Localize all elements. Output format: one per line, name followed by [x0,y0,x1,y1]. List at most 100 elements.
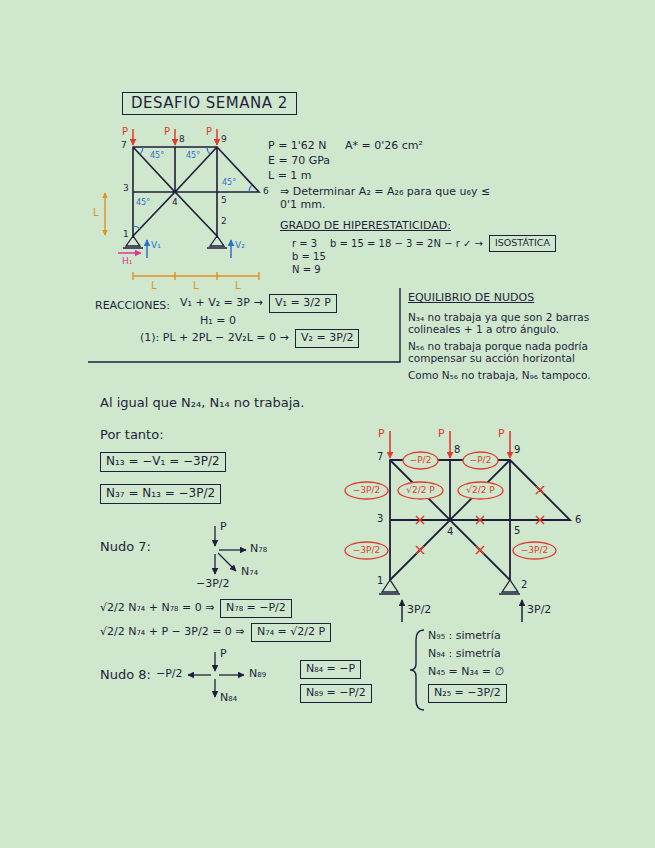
reaction-label: V₂ [235,240,245,250]
section-heading: Nudo 7: [100,540,151,555]
reaction-arrow [401,600,403,622]
pin-supports [379,580,520,594]
dimension-line [104,193,105,235]
result-box: N₇₈ = −P/2 [220,599,292,618]
force-circle: √2/2 P [397,481,444,500]
equation: √2/2 N₇₄ + N₇₈ = 0 ⇒ [100,602,214,615]
result-box: ISOSTÁTICA [489,235,556,252]
result-box: V₁ = 3/2 P [269,294,337,313]
force-value: −3P/2 [521,545,548,555]
joint-number: 1 [123,229,129,239]
joint-number: 3 [123,183,129,193]
load-arrow [216,129,218,145]
given-data: E = 70 GPa [268,155,330,168]
result-text: N₇₄ = √2/2 P [257,626,325,639]
load-arrow [132,129,134,145]
load-arrow [174,129,176,145]
force-arrow [214,526,215,546]
force-value: −P/2 [410,455,432,465]
given-data: A* = 0'26 cm² [345,140,423,153]
result-box: N₂₅ = −3P/2 [428,684,507,703]
force-arrow [214,679,215,697]
load-arrow [449,431,451,458]
load-label: P [378,428,385,441]
section-heading: GRADO DE HIPERESTATICIDAD: [280,220,451,233]
force-arrow [218,553,236,571]
equation: b = 15 [292,251,326,263]
equation: V₁ + V₂ = 3P → [180,297,263,310]
joint-number: 5 [514,525,520,537]
reaction-arrow [146,240,148,258]
result-text: ISOSTÁTICA [495,238,550,249]
equation: b = 15 = 18 − 3 = 2N − r ✓ → [330,238,483,250]
joint-number: 8 [454,444,460,456]
force-label: −P/2 [156,668,183,681]
task-note: ⇒ Determinar A₂ = A₂₆ para que u₆y ≤ 0'1… [280,186,495,211]
force-circle: −3P/2 [344,541,389,560]
force-label: N₇₈ [250,543,267,556]
truss-bars [390,460,570,580]
section-heading: REACCIONES: [95,300,170,313]
equation: H₁ = 0 [200,315,236,328]
reaction-label: V₁ [151,240,161,250]
force-label: P [220,648,227,661]
result-text: N₇₈ = −P/2 [226,602,286,615]
note-text: N₅₆ no trabaja porque nada podría compen… [408,340,640,364]
load-label: P [498,428,505,441]
angle-label: 45° [222,178,236,187]
joint-number: 2 [221,216,227,226]
note-text: Al igual que N₂₄, N₁₄ no trabaja. [100,396,304,411]
force-value: √2/2 P [406,485,435,495]
reaction-arrow [521,600,523,622]
ellipse-shape [345,482,388,499]
force-arrow [219,549,246,550]
force-label: N₇₄ [241,566,258,579]
joint-number: 8 [179,134,185,144]
equation: √2/2 N₇₄ + P − 3P/2 = 0 ⇒ [100,626,245,639]
reaction-arrow [118,252,141,254]
truss-bars [133,147,259,236]
ellipse-shape [345,542,388,559]
ellipse-shape [463,452,498,469]
load-arrow [509,431,511,458]
force-label: P [220,521,227,534]
result-text: N₈₄ = −P [306,663,355,676]
ellipse-shape [398,482,443,499]
joint-number: 9 [221,134,227,144]
dimension-label: L [151,280,157,292]
result-text: N₁₃ = −V₁ = −3P/2 [106,455,220,469]
pin-supports [123,236,227,248]
joint-number: 9 [514,444,520,456]
dimension-line [133,272,259,280]
angle-label: 45° [186,151,200,160]
reaction-label: 3P/2 [527,604,551,617]
result-text: V₂ = 3P/2 [301,332,353,345]
force-arrow [219,674,244,675]
result-text: V₁ = 3/2 P [275,297,331,310]
force-arrow [214,554,215,574]
note-text: Por tanto: [100,428,164,443]
angle-arcs [133,147,252,229]
force-circle: √2/2 P [457,481,504,500]
joint-number: 6 [575,514,581,526]
equation: (1): PL + 2PL − 2V₂L = 0 → [140,332,289,345]
load-label: P [206,126,212,138]
force-circle: −P/2 [462,451,499,470]
joint-number: 2 [521,579,527,591]
equation: r = 3 [292,238,317,250]
force-value: −3P/2 [353,485,380,495]
joint-number: 6 [263,186,269,196]
note-text: N₉₄ : simetría [428,648,501,661]
force-circle: −3P/2 [344,481,389,500]
joint-number: 3 [377,513,383,525]
dimension-label: L [193,280,199,292]
joint-number: 7 [377,451,383,463]
ellipse-shape [458,482,503,499]
given-data: L = 1 m [268,170,312,183]
load-label: P [164,126,170,138]
reaction-label: 3P/2 [407,604,431,617]
note-text: N₄₅ = N₃₄ = ∅ [428,666,504,679]
result-box: N₁₃ = −V₁ = −3P/2 [100,452,226,472]
force-circle: −3P/2 [512,541,557,560]
